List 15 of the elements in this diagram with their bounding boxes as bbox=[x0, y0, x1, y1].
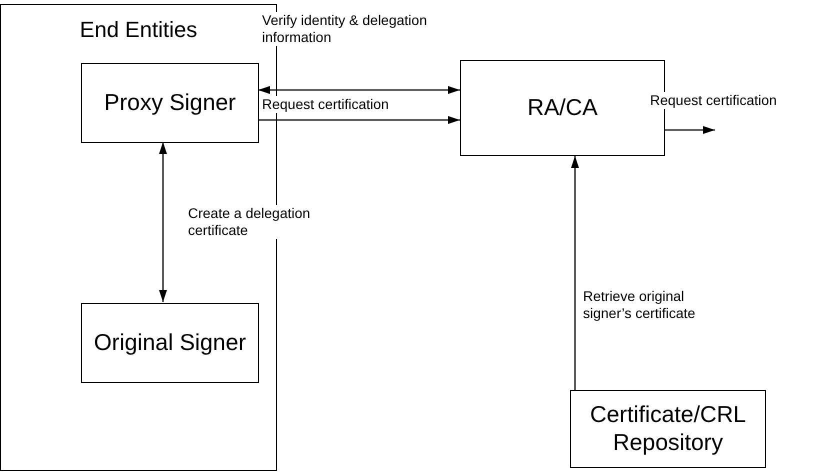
arrow bbox=[571, 156, 579, 390]
process-box bbox=[81, 63, 259, 143]
node-label: Proxy Signer bbox=[103, 89, 237, 117]
arrow bbox=[159, 142, 167, 302]
node-label: RA/CA bbox=[526, 94, 599, 122]
node-label: Certificate/CRL Repository bbox=[589, 401, 747, 457]
edge-label: Request certification bbox=[262, 96, 389, 113]
group-title: End Entities bbox=[78, 17, 198, 44]
arrow bbox=[258, 86, 460, 94]
edge-label: Request certification bbox=[650, 92, 777, 109]
process-box bbox=[81, 303, 259, 383]
arrow bbox=[665, 126, 715, 134]
arrow bbox=[258, 116, 460, 124]
process-box bbox=[570, 390, 766, 468]
node-label: Original Signer bbox=[92, 329, 248, 357]
